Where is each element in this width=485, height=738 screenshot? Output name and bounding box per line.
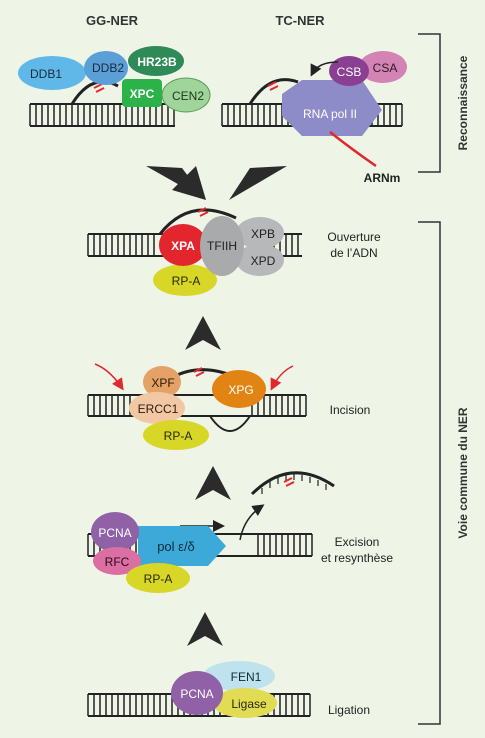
- xpb-protein: [236, 217, 284, 249]
- xpd-protein: [236, 244, 284, 276]
- ddb2-label: DDB2: [92, 61, 124, 75]
- rfc-protein: [93, 547, 141, 575]
- step-arrow-opening-to-incision: [185, 316, 221, 350]
- gg-ner-header: GG-NER: [86, 13, 139, 28]
- rpa-opening-protein: [153, 264, 217, 296]
- rpa-excision-label: RP-A: [144, 572, 173, 586]
- csb-recruit-arrow: [310, 61, 339, 77]
- rna-pol-ii-label: RNA pol II: [303, 107, 357, 121]
- gg-lesion-mark: [93, 83, 105, 93]
- opening-proteins: [153, 216, 284, 296]
- xpg-cut-arrow: [270, 365, 294, 391]
- excised-lesion-mark: [283, 477, 295, 487]
- tc-ner-header: TC-NER: [275, 13, 325, 28]
- xpb-label: XPB: [251, 227, 275, 241]
- xpd-label: XPD: [251, 254, 276, 268]
- ercc1-protein: [129, 392, 185, 424]
- ddb1-label: DDB1: [30, 67, 62, 81]
- gg-to-opening-arrow: [145, 166, 206, 200]
- excision-step-label-1: Excision: [335, 535, 380, 549]
- pcna-ligation-protein: [171, 671, 223, 715]
- opening-lesion-mark: [197, 207, 209, 217]
- incision-proteins: [129, 366, 266, 450]
- step-arrow-excision-to-ligation: [187, 612, 223, 646]
- tc-proteins: [282, 51, 407, 136]
- tfiih-protein: [200, 216, 244, 276]
- hr23b-label: HR23B: [137, 55, 177, 69]
- ligation-proteins: [171, 661, 277, 718]
- xpc-protein: [122, 79, 162, 107]
- ddb1-protein: [18, 56, 86, 90]
- rpa-incision-protein: [143, 420, 209, 450]
- pol-label: pol ε/δ: [157, 539, 195, 554]
- tc-step-arrowhead: [229, 166, 287, 200]
- recognition-bracket: [418, 33, 441, 173]
- tfiih-label: TFIIH: [207, 239, 237, 253]
- excised-fragment: [250, 471, 335, 496]
- cen2-label: CEN2: [172, 89, 204, 103]
- arnm-label: ARNm: [364, 171, 401, 185]
- ddb2-protein: [84, 51, 128, 85]
- xpc-label: XPC: [130, 87, 155, 101]
- csa-label: CSA: [373, 61, 398, 75]
- recognition-side-label: Reconnaissance: [456, 55, 470, 150]
- rfc-label: RFC: [105, 555, 130, 569]
- rpa-opening-label: RP-A: [172, 274, 201, 288]
- common-pathway-side-label: Voie commune du NER: [456, 407, 470, 538]
- hr23b-protein: [128, 46, 184, 76]
- csb-protein: [329, 56, 369, 86]
- xpf-cut-arrow: [94, 363, 124, 391]
- xpa-label: XPA: [171, 239, 195, 253]
- rna-pol-ii-protein: [282, 80, 382, 136]
- csa-protein: [359, 51, 407, 83]
- pcna-excision-label: PCNA: [98, 526, 131, 540]
- rpa-excision-protein: [126, 563, 190, 593]
- xpf-label: XPF: [151, 376, 174, 390]
- excision-proteins: [91, 512, 226, 593]
- excision-step-label-2: et resynthèse: [321, 551, 393, 565]
- opening-step-label-2: de l’ADN: [330, 246, 377, 260]
- incision-step-label: Incision: [330, 403, 371, 417]
- fen1-label: FEN1: [231, 670, 262, 684]
- rpa-incision-label: RP-A: [164, 429, 193, 443]
- excision-release-arrow: [239, 504, 265, 541]
- xpg-protein: [212, 370, 266, 408]
- common-pathway-bracket: [418, 221, 441, 725]
- gg-proteins: [18, 46, 211, 113]
- step-arrow-incision-to-excision: [195, 466, 231, 500]
- incision-lesion-mark: [193, 367, 205, 377]
- pol-delta-epsilon-protein: [138, 526, 226, 566]
- pcna-ligation-label: PCNA: [180, 687, 213, 701]
- xpf-protein: [143, 366, 181, 398]
- tc-lesion-mark: [267, 81, 279, 91]
- gg-step-arrowhead: [146, 166, 206, 200]
- opening-step-label-1: Ouverture: [327, 230, 381, 244]
- ligase-protein: [213, 688, 277, 718]
- xpg-label: XPG: [228, 383, 253, 397]
- incision-dna: [87, 368, 307, 432]
- ligation-step-label: Ligation: [328, 703, 370, 717]
- fen1-protein: [203, 661, 275, 691]
- xpa-protein: [159, 224, 207, 266]
- arnm-strand: [329, 131, 377, 168]
- csb-label: CSB: [337, 65, 362, 79]
- ercc1-label: ERCC1: [138, 402, 179, 416]
- pcna-excision-protein: [91, 512, 139, 552]
- ligase-label: Ligase: [231, 697, 267, 711]
